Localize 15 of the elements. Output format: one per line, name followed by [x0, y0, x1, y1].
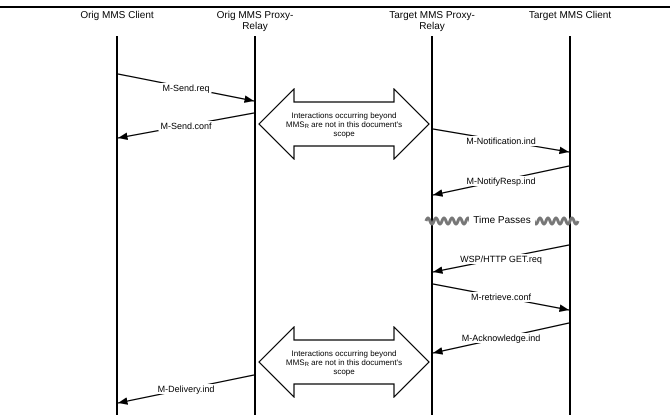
edge-label: WSP/HTTP GET.req [458, 254, 544, 264]
lifeline-title: Target MMS Client [528, 10, 612, 21]
scope-note: Interactions occurring beyond MMS$_{R}$ are not in this document's scope [284, 110, 404, 138]
edge-label: M-Notification.ind [464, 136, 538, 146]
edge-label: M-Acknowledge.ind [460, 333, 542, 343]
edge-label: M-Delivery.ind [156, 384, 216, 394]
lifeline-title: Orig MMS Proxy-Relay [216, 10, 294, 32]
lifeline-title: Orig MMS Client [80, 10, 154, 21]
time-passes-label: Time Passes [469, 215, 535, 227]
scope-note: Interactions occurring beyond MMS$_{R}$ are not in this document's scope [284, 348, 404, 376]
edge-label: M-Send.conf [158, 120, 214, 130]
lifeline-title: Target MMS Proxy-Relay [388, 10, 476, 32]
edge-label: M-retrieve.conf [468, 292, 534, 302]
edge-label: M-NotifyResp.ind [464, 176, 538, 186]
edge-label: M-Send.req [160, 82, 212, 92]
